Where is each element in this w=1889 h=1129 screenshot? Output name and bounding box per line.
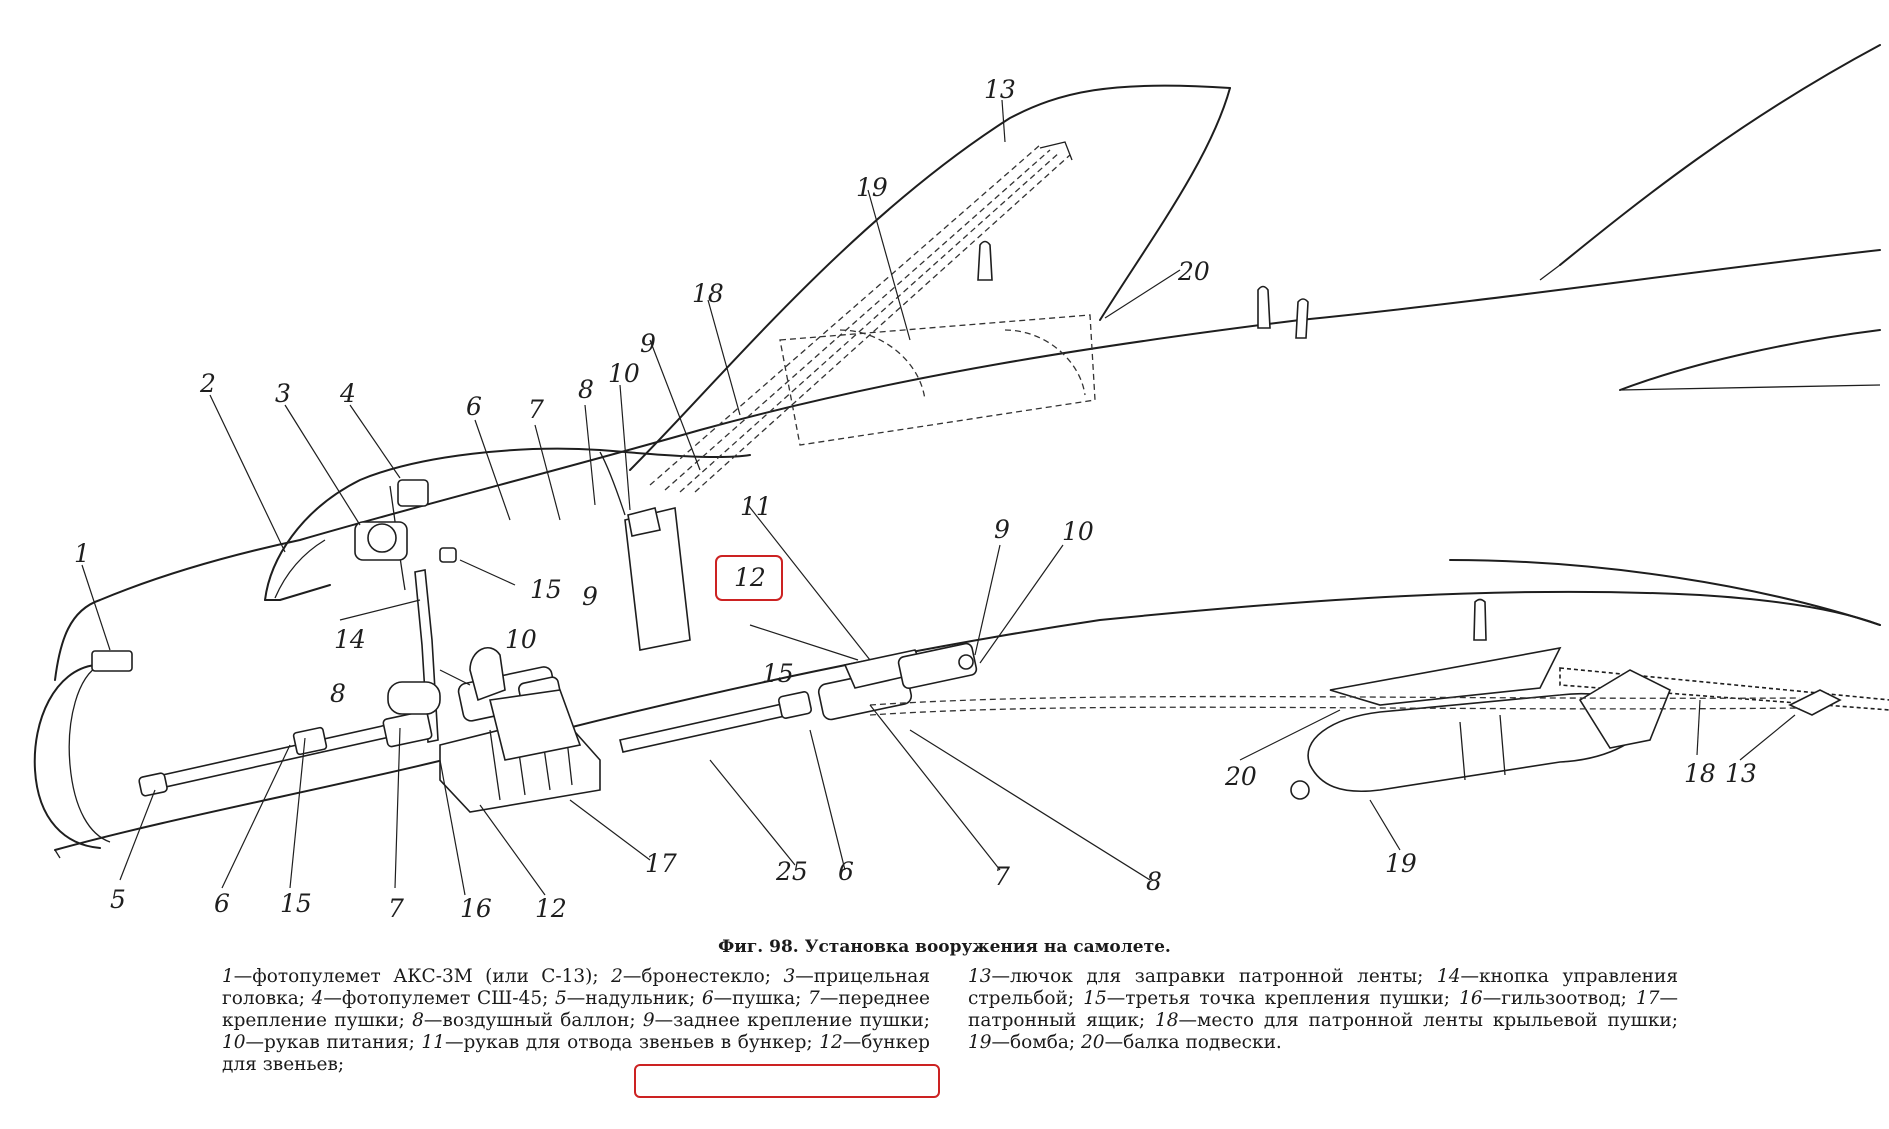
callout-2: 2 xyxy=(199,369,216,398)
callout-19: 19 xyxy=(856,173,888,202)
callout-8c: 8 xyxy=(1146,867,1162,896)
callout-8: 8 xyxy=(578,375,594,404)
callout-17: 17 xyxy=(645,849,677,878)
figure-caption: Фиг. 98. Установка вооружения на самолет… xyxy=(718,937,1171,957)
callout-11: 11 xyxy=(740,492,772,521)
right-gun-assembly xyxy=(619,507,978,753)
legend-left-column: 1—фотопулемет АКС-3М (или С-13); 2—броне… xyxy=(222,966,930,1076)
legend-item-18: 18—место для патронной ленты крыльевой п… xyxy=(1154,1010,1678,1031)
callout-15c: 15 xyxy=(762,659,794,688)
legend-item-11: 11—рукав для отвода звеньев в бункер; xyxy=(421,1032,813,1053)
callout-13: 13 xyxy=(984,75,1016,104)
callout-10c: 10 xyxy=(1062,517,1094,546)
canopy xyxy=(264,447,751,601)
legend-item-15: 15—третья точка крепления пушки; xyxy=(1083,988,1451,1009)
callout-16: 16 xyxy=(460,894,492,923)
callout-20b: 20 xyxy=(1224,762,1257,791)
callout-15: 15 xyxy=(530,575,562,604)
legend-item-10: 10—рукав питания; xyxy=(222,1032,415,1053)
legend-item-4: 4—фотопулемет СШ-45; xyxy=(311,988,549,1009)
callout-5: 5 xyxy=(110,885,126,914)
callout-10: 10 xyxy=(608,359,640,388)
callout-7c: 7 xyxy=(994,862,1010,891)
callout-6c: 6 xyxy=(838,857,854,886)
legend-item-13: 13—лючок для заправки патронной ленты; xyxy=(968,966,1424,987)
fuselage-outline xyxy=(33,249,1881,859)
callout-12: 12 xyxy=(734,563,766,592)
leader-lines xyxy=(81,99,1796,896)
legend-item-9: 9—заднее крепление пушки; xyxy=(642,1010,930,1031)
legend-item-2: 2—бронестекло; xyxy=(611,966,772,987)
callout-6b: 6 xyxy=(214,889,230,918)
callout-15b: 15 xyxy=(280,889,312,918)
tail-structure xyxy=(977,44,1881,641)
callout-9b: 9 xyxy=(582,582,598,611)
callout-8b: 8 xyxy=(330,679,346,708)
wing-structure xyxy=(629,84,1231,493)
callout-7b: 7 xyxy=(388,894,404,923)
legend-item-12-highlight xyxy=(634,1064,940,1098)
callout-4: 4 xyxy=(339,379,356,408)
callout-18: 18 xyxy=(692,279,724,308)
callout-3: 3 xyxy=(275,379,291,408)
legend-item-1: 1—фотопулемет АКС-3М (или С-13); xyxy=(222,966,599,987)
callout-10b: 10 xyxy=(505,625,537,654)
legend-item-20: 20—балка подвески. xyxy=(1081,1032,1282,1053)
legend-item-19: 19—бомба; xyxy=(968,1032,1076,1053)
left-gun-assembly xyxy=(138,647,601,813)
callout-12-highlight xyxy=(715,555,783,601)
callout-1: 1 xyxy=(74,539,90,568)
legend-item-5: 5—надульник; xyxy=(554,988,696,1009)
legend-item-3: 3—прицельная головка; xyxy=(222,966,930,1009)
callout-14: 14 xyxy=(334,625,366,654)
callout-18b: 18 xyxy=(1684,759,1716,788)
legend-item-17: 17—патронный ящик; xyxy=(968,988,1678,1031)
callout-12b: 12 xyxy=(535,894,567,923)
bomb-and-pylon xyxy=(869,646,1889,800)
callout-13b: 13 xyxy=(1725,759,1757,788)
callout-9c: 9 xyxy=(994,515,1010,544)
callout-20: 20 xyxy=(1177,257,1210,286)
legend-item-7: 7—переднее крепление пушки; xyxy=(222,988,930,1031)
legend-item-6: 6—пушка; xyxy=(701,988,802,1009)
legend-item-16: 16—гильзоотвод; xyxy=(1459,988,1627,1009)
callout-19b: 19 xyxy=(1385,849,1417,878)
legend-right-column: 13—лючок для заправки патронной ленты; 1… xyxy=(968,966,1678,1054)
callout-25: 25 xyxy=(775,857,808,886)
callout-labels: 1 2 3 4 5 6 6 6 7 7 7 8 8 8 9 9 9 10 10 … xyxy=(74,75,1757,923)
legend-item-14: 14—кнопка управления стрельбой; xyxy=(968,966,1678,1009)
callout-6: 6 xyxy=(466,392,482,421)
callout-9: 9 xyxy=(640,329,656,358)
legend-item-12: 12—бункер для звеньев; xyxy=(222,1032,930,1075)
legend-item-8: 8—воздушный баллон; xyxy=(412,1010,636,1031)
callout-7: 7 xyxy=(528,395,544,424)
